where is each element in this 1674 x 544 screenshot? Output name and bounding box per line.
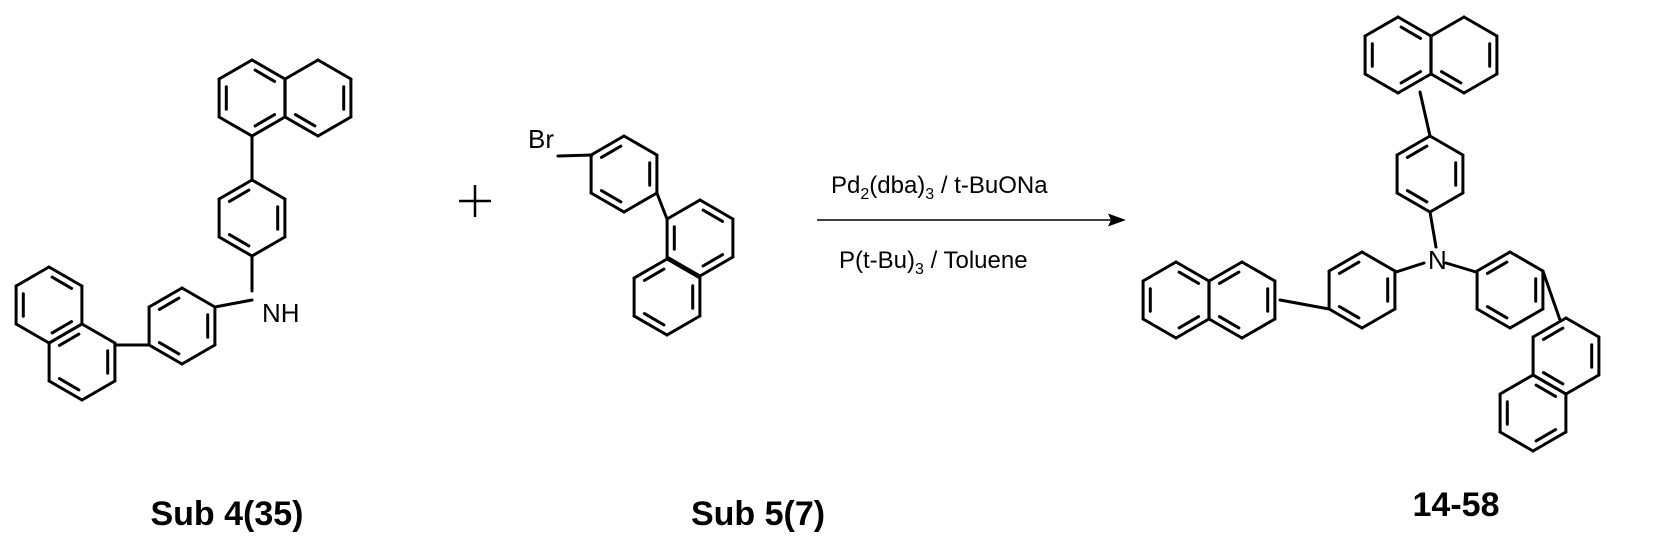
product-label: 14-58 (1413, 486, 1500, 524)
product-naphthyl-right-bond (1500, 432, 1533, 451)
sub5-naphthyl-bond (667, 316, 700, 335)
product-n-bond-top (1430, 212, 1436, 247)
reactant-1-label: Sub 4(35) (150, 495, 303, 533)
sub4-naphthyl-low-bond (16, 267, 49, 286)
sub4-n-bond-2 (215, 300, 252, 307)
product-naphthyl-top-bond (1365, 17, 1398, 36)
product-biaryl-top (1420, 92, 1430, 136)
sub5-naphthyl-bond (667, 200, 700, 219)
sub5-br-bond (558, 155, 592, 156)
sub4-naphthyl-top-bond (219, 117, 252, 136)
product-n-bond-right (1446, 263, 1476, 272)
product-naphthyl-left-bond (1242, 262, 1275, 281)
plus-sign (459, 185, 491, 217)
product-phenyl-right-bond (1510, 252, 1543, 271)
product-biaryl-left (1280, 300, 1329, 309)
sub5-naphthyl-bond (667, 259, 700, 278)
product-phenyl-left-bond (1362, 252, 1395, 271)
product-naphthyl-right-bond (1566, 375, 1599, 394)
sub4-phenyl-top-bond (252, 180, 285, 199)
product-naphthyl-top-bond (1365, 74, 1398, 93)
sub4-phenyl-low-bond (182, 345, 215, 364)
sub4-naphthyl-low-bond (82, 381, 115, 400)
product-nitrogen-label: N (1428, 245, 1447, 275)
product-phenyl-right-bond (1510, 309, 1543, 328)
conditions-above: Pd2(dba)3 / t-BuONa (831, 172, 1048, 203)
product-naphthyl-left-bond (1143, 262, 1176, 281)
molecule-structures (16, 17, 1599, 451)
sub4-naphthyl-top-bond (318, 60, 351, 79)
product-naphthyl-left-bond (1143, 319, 1176, 338)
product-naphthyl-top-bond (1431, 17, 1464, 36)
bromine-label: Br (528, 124, 554, 154)
sub4-naphthyl-low-bond (82, 324, 115, 343)
sub4-naphthyl-top-bond (285, 60, 318, 79)
reactant-2-label: Sub 5(7) (691, 495, 825, 533)
product-phenyl-left-bond (1362, 309, 1395, 328)
sub5-phenyl-bond (624, 193, 657, 212)
product-biaryl-right (1543, 271, 1560, 320)
conditions-below: P(t-Bu)3 / Toluene (839, 247, 1028, 278)
reaction-arrow (817, 214, 1126, 227)
product-naphthyl-right-bond (1566, 318, 1599, 337)
sub5-phenyl-bond (624, 136, 657, 155)
sub4-naphthyl-top-bond (219, 60, 252, 79)
product-naphthyl-top-bond (1464, 74, 1497, 93)
product-naphthyl-right-bond (1500, 375, 1533, 394)
sub4-phenyl-low-bond (182, 288, 215, 307)
sub5-biaryl-bond (657, 193, 667, 219)
amine-nh-label: NH (262, 298, 300, 328)
sub4-naphthyl-low-bond (16, 324, 49, 343)
product-naphthyl-top-bond (1464, 17, 1497, 36)
sub4-phenyl-top-bond (252, 237, 285, 256)
sub5-naphthyl-bond (667, 257, 700, 276)
sub4-naphthyl-top-bond (318, 117, 351, 136)
product-phenyl-top-bond (1430, 136, 1463, 155)
product-naphthyl-left-bond (1242, 319, 1275, 338)
product-n-bond-left (1396, 263, 1424, 272)
product-phenyl-top-bond (1430, 193, 1463, 212)
